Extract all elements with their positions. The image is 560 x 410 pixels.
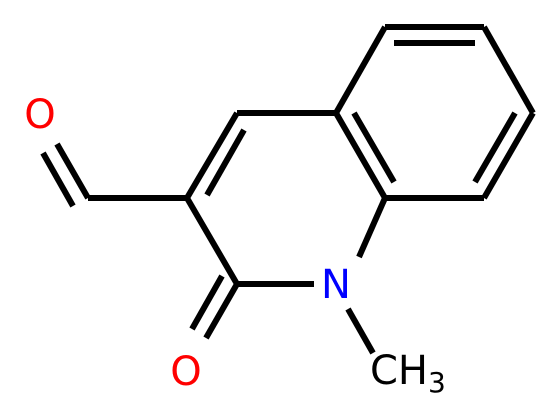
bond-benzene-5 [333,111,388,200]
bond-benzene-6 [333,25,388,115]
bond-benzene-inner-3 [351,111,397,184]
bond-c2-o-double [189,274,225,331]
methyl-subscript: 3 [428,366,446,399]
bond-cho-o-double [40,151,76,208]
aldehyde-oxygen-label: O [24,92,55,138]
bond-n-methyl [345,307,376,355]
bond-benzene-3 [481,111,536,200]
bond-benzene-inner-2 [472,111,518,184]
bond-c3-c4-inner [204,128,247,197]
bond-n1-c8a [356,196,388,259]
bond-c2-o [203,282,240,340]
nitrogen-label: N [321,262,351,308]
methyl-label: CH [370,348,428,394]
bond-benzene-2 [481,25,536,115]
ketone-oxygen-label: O [170,349,201,395]
bond-c3-c4 [184,111,240,200]
bond-cho-o [54,142,91,200]
bond-c3-c2 [184,196,240,286]
